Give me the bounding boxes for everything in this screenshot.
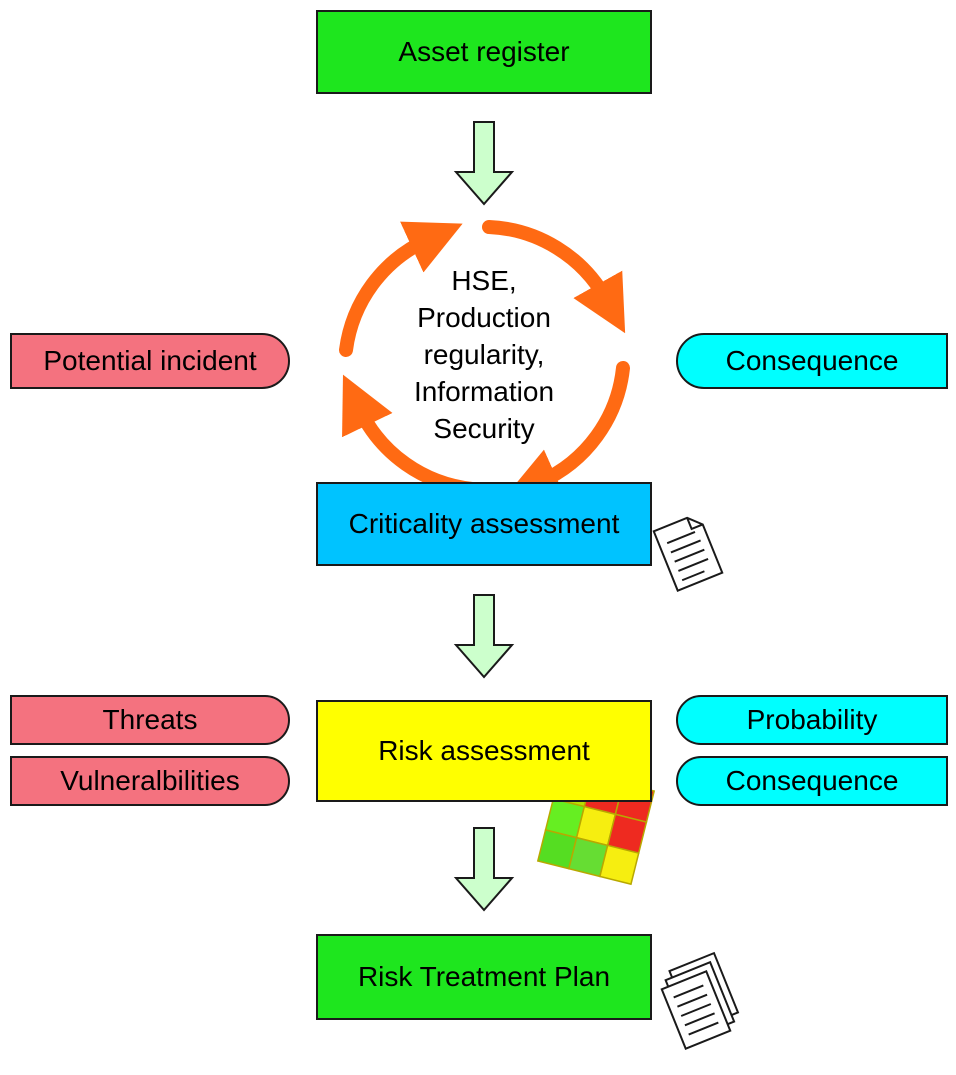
cycle-arrow-top-right — [482, 220, 626, 334]
potential-incident-label: Potential incident — [43, 345, 257, 376]
risk-assessment-label: Risk assessment — [378, 735, 590, 766]
vulnerabilities-label: Vulneralbilities — [60, 765, 240, 796]
cycle-arrow-bottom-right — [504, 361, 630, 501]
cycle-label: HSE, Production regularity, Information … — [364, 262, 604, 447]
consequence-label-top: Consequence — [725, 345, 899, 376]
cycle-line-2: Production — [417, 302, 551, 333]
consequence-label-bottom: Consequence — [725, 765, 899, 796]
threats-label: Threats — [102, 704, 198, 735]
cycle-arrow-top-left — [339, 221, 463, 357]
asset-register-box: Asset register — [316, 10, 652, 94]
probability-tag: Probability — [676, 695, 948, 745]
threats-tag: Threats — [10, 695, 290, 745]
risk-assessment-box: Risk assessment — [316, 700, 652, 802]
criticality-assessment-label: Criticality assessment — [348, 508, 620, 539]
vulnerabilities-tag: Vulneralbilities — [10, 756, 290, 806]
consequence-tag-bottom: Consequence — [676, 756, 948, 806]
document-icon — [652, 516, 724, 592]
asset-register-label: Asset register — [398, 36, 570, 67]
cycle-line-5: Security — [433, 413, 535, 444]
criticality-assessment-box: Criticality assessment — [316, 482, 652, 566]
documents-stack-icon — [660, 951, 740, 1050]
down-arrow-3 — [453, 827, 515, 912]
potential-incident-tag: Potential incident — [10, 333, 290, 389]
probability-label: Probability — [746, 704, 878, 735]
down-arrow-2 — [453, 594, 515, 679]
cycle-line-1: HSE, — [451, 265, 517, 296]
cycle-line-3: regularity, — [423, 339, 545, 370]
risk-treatment-plan-label: Risk Treatment Plan — [357, 961, 611, 992]
cycle-line-4: Information — [413, 376, 555, 407]
consequence-tag-top: Consequence — [676, 333, 948, 389]
down-arrow-1 — [453, 121, 515, 206]
risk-treatment-plan-box: Risk Treatment Plan — [316, 934, 652, 1020]
